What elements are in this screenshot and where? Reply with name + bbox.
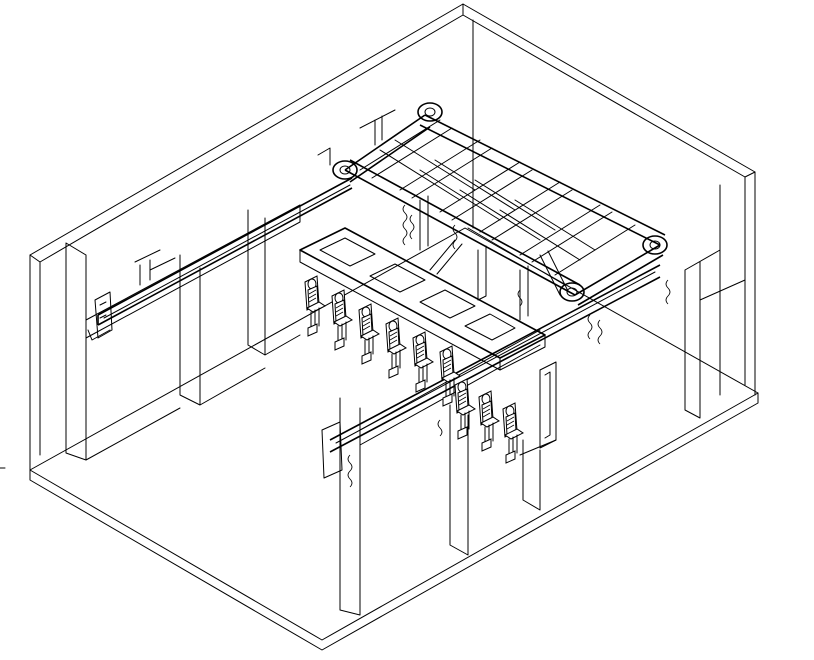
gantry-back-beam bbox=[419, 114, 666, 246]
actuators bbox=[419, 195, 569, 321]
left-pillar-back bbox=[179, 254, 266, 406]
front-pillar-left bbox=[339, 397, 361, 616]
rail-springs bbox=[347, 279, 671, 488]
gantry-pulleys bbox=[332, 102, 668, 302]
right-rail-bracket bbox=[321, 421, 343, 479]
gantry-right-beam bbox=[574, 244, 664, 306]
rear-seat-1 bbox=[304, 275, 326, 337]
right-rail bbox=[321, 264, 671, 488]
gantry-post bbox=[317, 109, 396, 166]
floor-slab bbox=[29, 392, 759, 651]
platform-side-panel bbox=[539, 361, 557, 449]
rear-seat-5 bbox=[412, 331, 434, 393]
rear-seat-6 bbox=[439, 345, 461, 407]
motion-platform bbox=[299, 227, 546, 371]
front-seat-2 bbox=[478, 390, 500, 452]
gantry-cross-members bbox=[359, 119, 636, 276]
left-rail bbox=[94, 177, 353, 339]
rail-post bbox=[134, 249, 176, 286]
front-seat-3 bbox=[502, 402, 524, 464]
left-pillar-front bbox=[65, 242, 181, 461]
front-pillar-right bbox=[522, 439, 541, 511]
rear-seat-3 bbox=[358, 303, 380, 365]
gantry-frame bbox=[317, 102, 668, 340]
mid-left-pillar bbox=[247, 209, 301, 356]
right-pillar bbox=[684, 249, 721, 419]
building-shell bbox=[29, 3, 759, 651]
gantry-front-beam bbox=[344, 159, 581, 296]
gantry-springs bbox=[402, 204, 593, 340]
roof-panels bbox=[319, 237, 516, 341]
rear-seat-row bbox=[304, 275, 461, 407]
rear-seat-4 bbox=[385, 317, 407, 379]
front-seat-1 bbox=[454, 378, 476, 440]
front-seat-row bbox=[454, 378, 524, 464]
left-rail-bracket bbox=[94, 291, 113, 339]
front-pillar-middle bbox=[449, 404, 469, 556]
rear-seat-2 bbox=[331, 289, 353, 351]
gantry-left-beam bbox=[344, 114, 431, 183]
